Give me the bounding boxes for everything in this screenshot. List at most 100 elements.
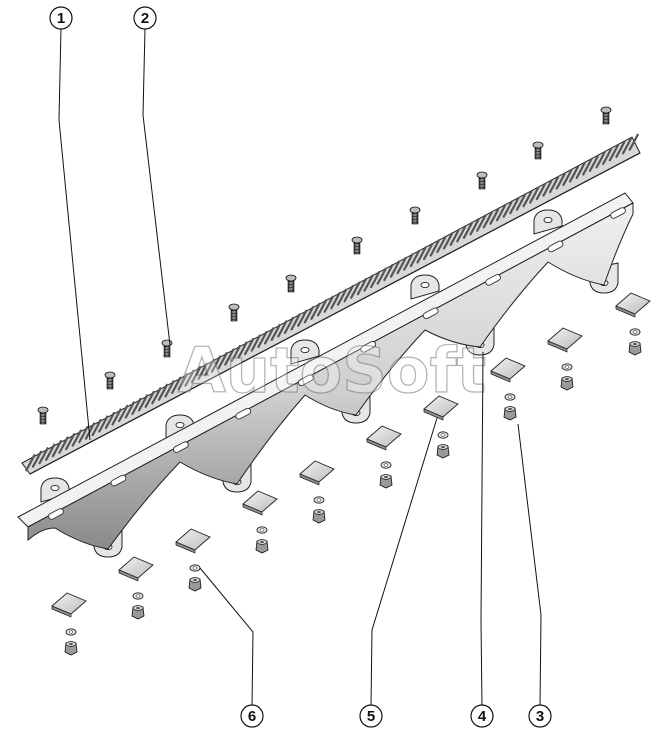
blade-tooth bbox=[217, 352, 228, 370]
hardware-set bbox=[299, 460, 335, 524]
knife-support-bar bbox=[17, 192, 634, 558]
bolt-thread bbox=[230, 312, 238, 315]
bolt-thread bbox=[478, 183, 486, 186]
bolt-thread bbox=[39, 418, 47, 421]
blade-tooth bbox=[555, 172, 566, 190]
blade-tooth bbox=[71, 429, 82, 447]
blade-tooth bbox=[595, 151, 606, 169]
blade-tooth bbox=[51, 440, 62, 458]
clamp-plate-edge bbox=[175, 541, 196, 554]
callout-3: 3 bbox=[528, 704, 552, 728]
bar-slot bbox=[610, 207, 626, 219]
callout-1: 1 bbox=[49, 6, 73, 30]
blade-edge bbox=[29, 152, 641, 475]
blade-tooth bbox=[78, 425, 89, 444]
blade-tooth bbox=[383, 263, 394, 282]
blade-tooth bbox=[157, 383, 169, 401]
hardware-set bbox=[366, 425, 402, 489]
blade-tooth bbox=[442, 232, 454, 250]
blade-tooth bbox=[144, 390, 155, 408]
nut-hole bbox=[317, 511, 321, 513]
bolt bbox=[285, 274, 297, 293]
nut-hole bbox=[384, 476, 388, 478]
clamp-plate-edge bbox=[490, 370, 511, 383]
bar-slot bbox=[297, 374, 314, 387]
blade-tooth bbox=[190, 366, 202, 384]
bolt-head bbox=[228, 303, 240, 311]
blade-tooth bbox=[98, 415, 109, 433]
hardware-group bbox=[51, 292, 651, 656]
bolt-thread bbox=[163, 354, 171, 357]
bolt bbox=[476, 171, 488, 190]
blade-tooth bbox=[489, 207, 500, 225]
leader-line-5 bbox=[370, 417, 438, 707]
leader-line-3 bbox=[517, 423, 542, 707]
bolt-thread bbox=[602, 121, 610, 124]
bolt-thread bbox=[353, 242, 361, 245]
blade-tooth bbox=[91, 418, 102, 437]
bolt-head bbox=[351, 236, 363, 244]
clamp-plate-edge bbox=[242, 503, 263, 516]
hardware-set bbox=[175, 528, 211, 592]
blade-tooth bbox=[396, 256, 407, 275]
washer-hole bbox=[135, 594, 141, 598]
hardware-set bbox=[118, 556, 154, 620]
washer-hole bbox=[440, 433, 446, 437]
washer-hole bbox=[259, 528, 265, 532]
blade-tooth bbox=[270, 323, 281, 342]
bar-slot bbox=[110, 474, 127, 487]
leader-line-6 bbox=[199, 567, 254, 707]
clamp-plate-edge bbox=[118, 569, 139, 582]
callout-label: 5 bbox=[367, 708, 375, 725]
blade-tooth bbox=[449, 228, 460, 246]
blade-tooth bbox=[263, 327, 275, 345]
blade-tooth bbox=[476, 214, 487, 232]
blade-tooth bbox=[38, 447, 49, 465]
blade-tooth bbox=[429, 239, 440, 257]
washer-hole bbox=[68, 630, 74, 634]
nut-hole bbox=[441, 446, 445, 448]
nut-hole bbox=[193, 579, 197, 581]
blade-tooth bbox=[204, 359, 215, 377]
bolt-thread bbox=[163, 348, 171, 351]
bar-slot bbox=[422, 307, 439, 320]
blade-tooth bbox=[164, 380, 175, 398]
bolt bbox=[532, 141, 544, 160]
blade-tooth bbox=[350, 281, 361, 299]
blade-tooth bbox=[84, 422, 96, 440]
blade-tooth bbox=[45, 443, 56, 461]
callout-2: 2 bbox=[133, 6, 157, 30]
tab-hole bbox=[50, 484, 60, 492]
bolt-thread bbox=[478, 177, 486, 180]
blade-tooth bbox=[137, 394, 149, 412]
bolts-group bbox=[37, 106, 612, 425]
blade-tooth bbox=[462, 221, 474, 239]
blade-tooth bbox=[363, 274, 374, 292]
bolt-thread bbox=[39, 415, 47, 418]
blade-tooth bbox=[131, 397, 142, 415]
nut-hole bbox=[565, 378, 569, 380]
bolt-head bbox=[600, 106, 612, 114]
hardware-set bbox=[490, 357, 526, 421]
clamp-plate-edge bbox=[423, 408, 444, 421]
bolt bbox=[161, 339, 173, 358]
bar-slot bbox=[48, 508, 64, 520]
blade-tooth bbox=[58, 436, 69, 454]
blade-tooth bbox=[171, 376, 182, 394]
blade-tooth bbox=[250, 334, 261, 352]
bolt-thread bbox=[411, 218, 419, 221]
bolt-thread bbox=[230, 318, 238, 321]
bolt-head bbox=[476, 171, 488, 179]
leader-line-1 bbox=[58, 27, 91, 441]
blade-tooth bbox=[177, 373, 188, 391]
blade-tooth bbox=[495, 204, 507, 222]
clamp-plate-edge bbox=[547, 340, 568, 353]
washer-hole bbox=[564, 365, 570, 369]
blade-tooth bbox=[456, 225, 467, 243]
hardware-set bbox=[242, 490, 278, 554]
blade-tooth bbox=[330, 292, 341, 310]
blade-tooth bbox=[118, 404, 129, 423]
blade-tooth bbox=[336, 288, 348, 306]
bolt-thread bbox=[478, 186, 486, 189]
bar-slot bbox=[485, 274, 501, 286]
